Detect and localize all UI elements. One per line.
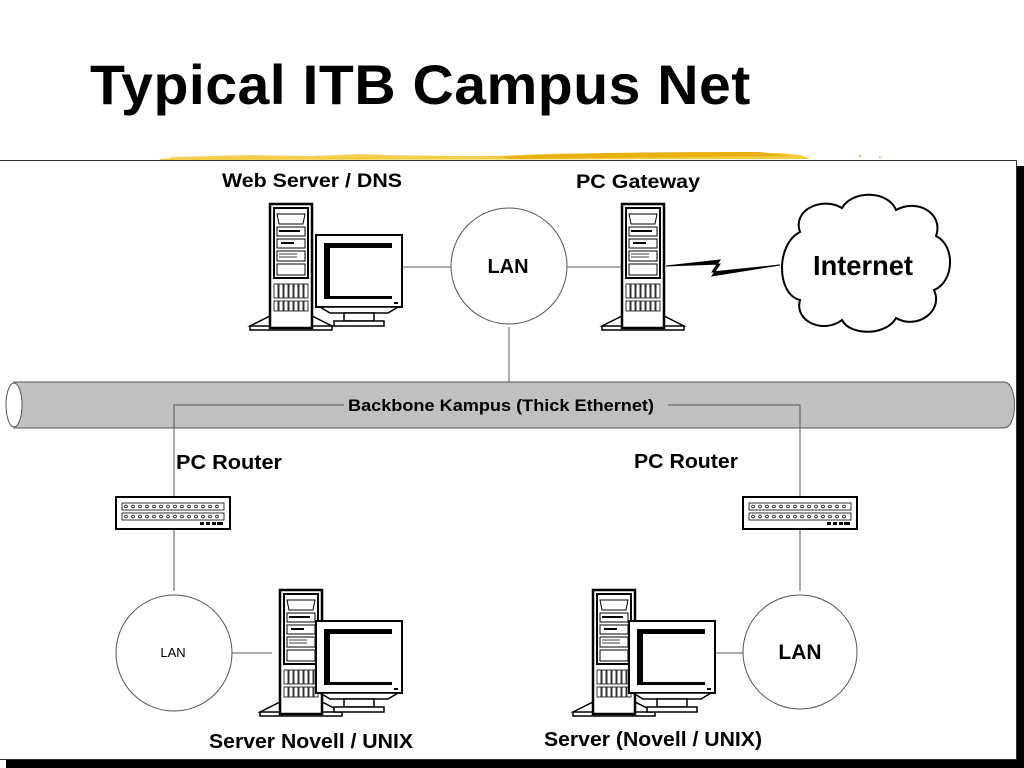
title-underline-brush <box>160 152 881 160</box>
right-server-workstation[interactable] <box>571 588 716 718</box>
right-router-label: PC Router <box>634 451 738 473</box>
backbone-taps <box>173 404 801 497</box>
monitor-icon <box>315 620 403 713</box>
left-lan-node[interactable] <box>115 594 233 712</box>
frame-shadow <box>1017 166 1024 768</box>
pc-gateway-label: PC Gateway <box>576 172 700 193</box>
router-icon[interactable] <box>742 496 858 530</box>
lightning-link-icon <box>665 259 781 277</box>
top-lan-node[interactable] <box>450 207 568 325</box>
top-lan-label: LAN <box>487 256 528 278</box>
backbone-cable[interactable] <box>5 381 1015 429</box>
slide-title: Typical ITB Campus Net <box>90 53 751 116</box>
connection-lines <box>173 266 801 654</box>
web-server-workstation[interactable] <box>248 202 403 332</box>
right-lan-label: LAN <box>778 641 821 664</box>
backbone-label: Backbone Kampus (Thick Ethernet) <box>348 396 654 415</box>
left-server-label: Server Novell / UNIX <box>209 731 414 753</box>
left-lan-label: LAN <box>160 645 185 660</box>
monitor-icon <box>628 620 716 713</box>
monitor-icon <box>315 234 403 327</box>
right-lan-node[interactable] <box>742 594 858 710</box>
router-icon[interactable] <box>115 496 231 530</box>
link-backbone-left-router <box>173 404 344 497</box>
cloud-icon[interactable] <box>781 193 951 333</box>
frame-shadow <box>6 760 1024 768</box>
web-server-label: Web Server / DNS <box>222 171 402 192</box>
internet-label: Internet <box>813 250 913 281</box>
left-router-label: PC Router <box>176 452 282 474</box>
left-server-workstation[interactable] <box>258 588 403 718</box>
right-server-label: Server (Novell / UNIX) <box>544 729 762 751</box>
link-backbone-right-router <box>668 404 801 497</box>
